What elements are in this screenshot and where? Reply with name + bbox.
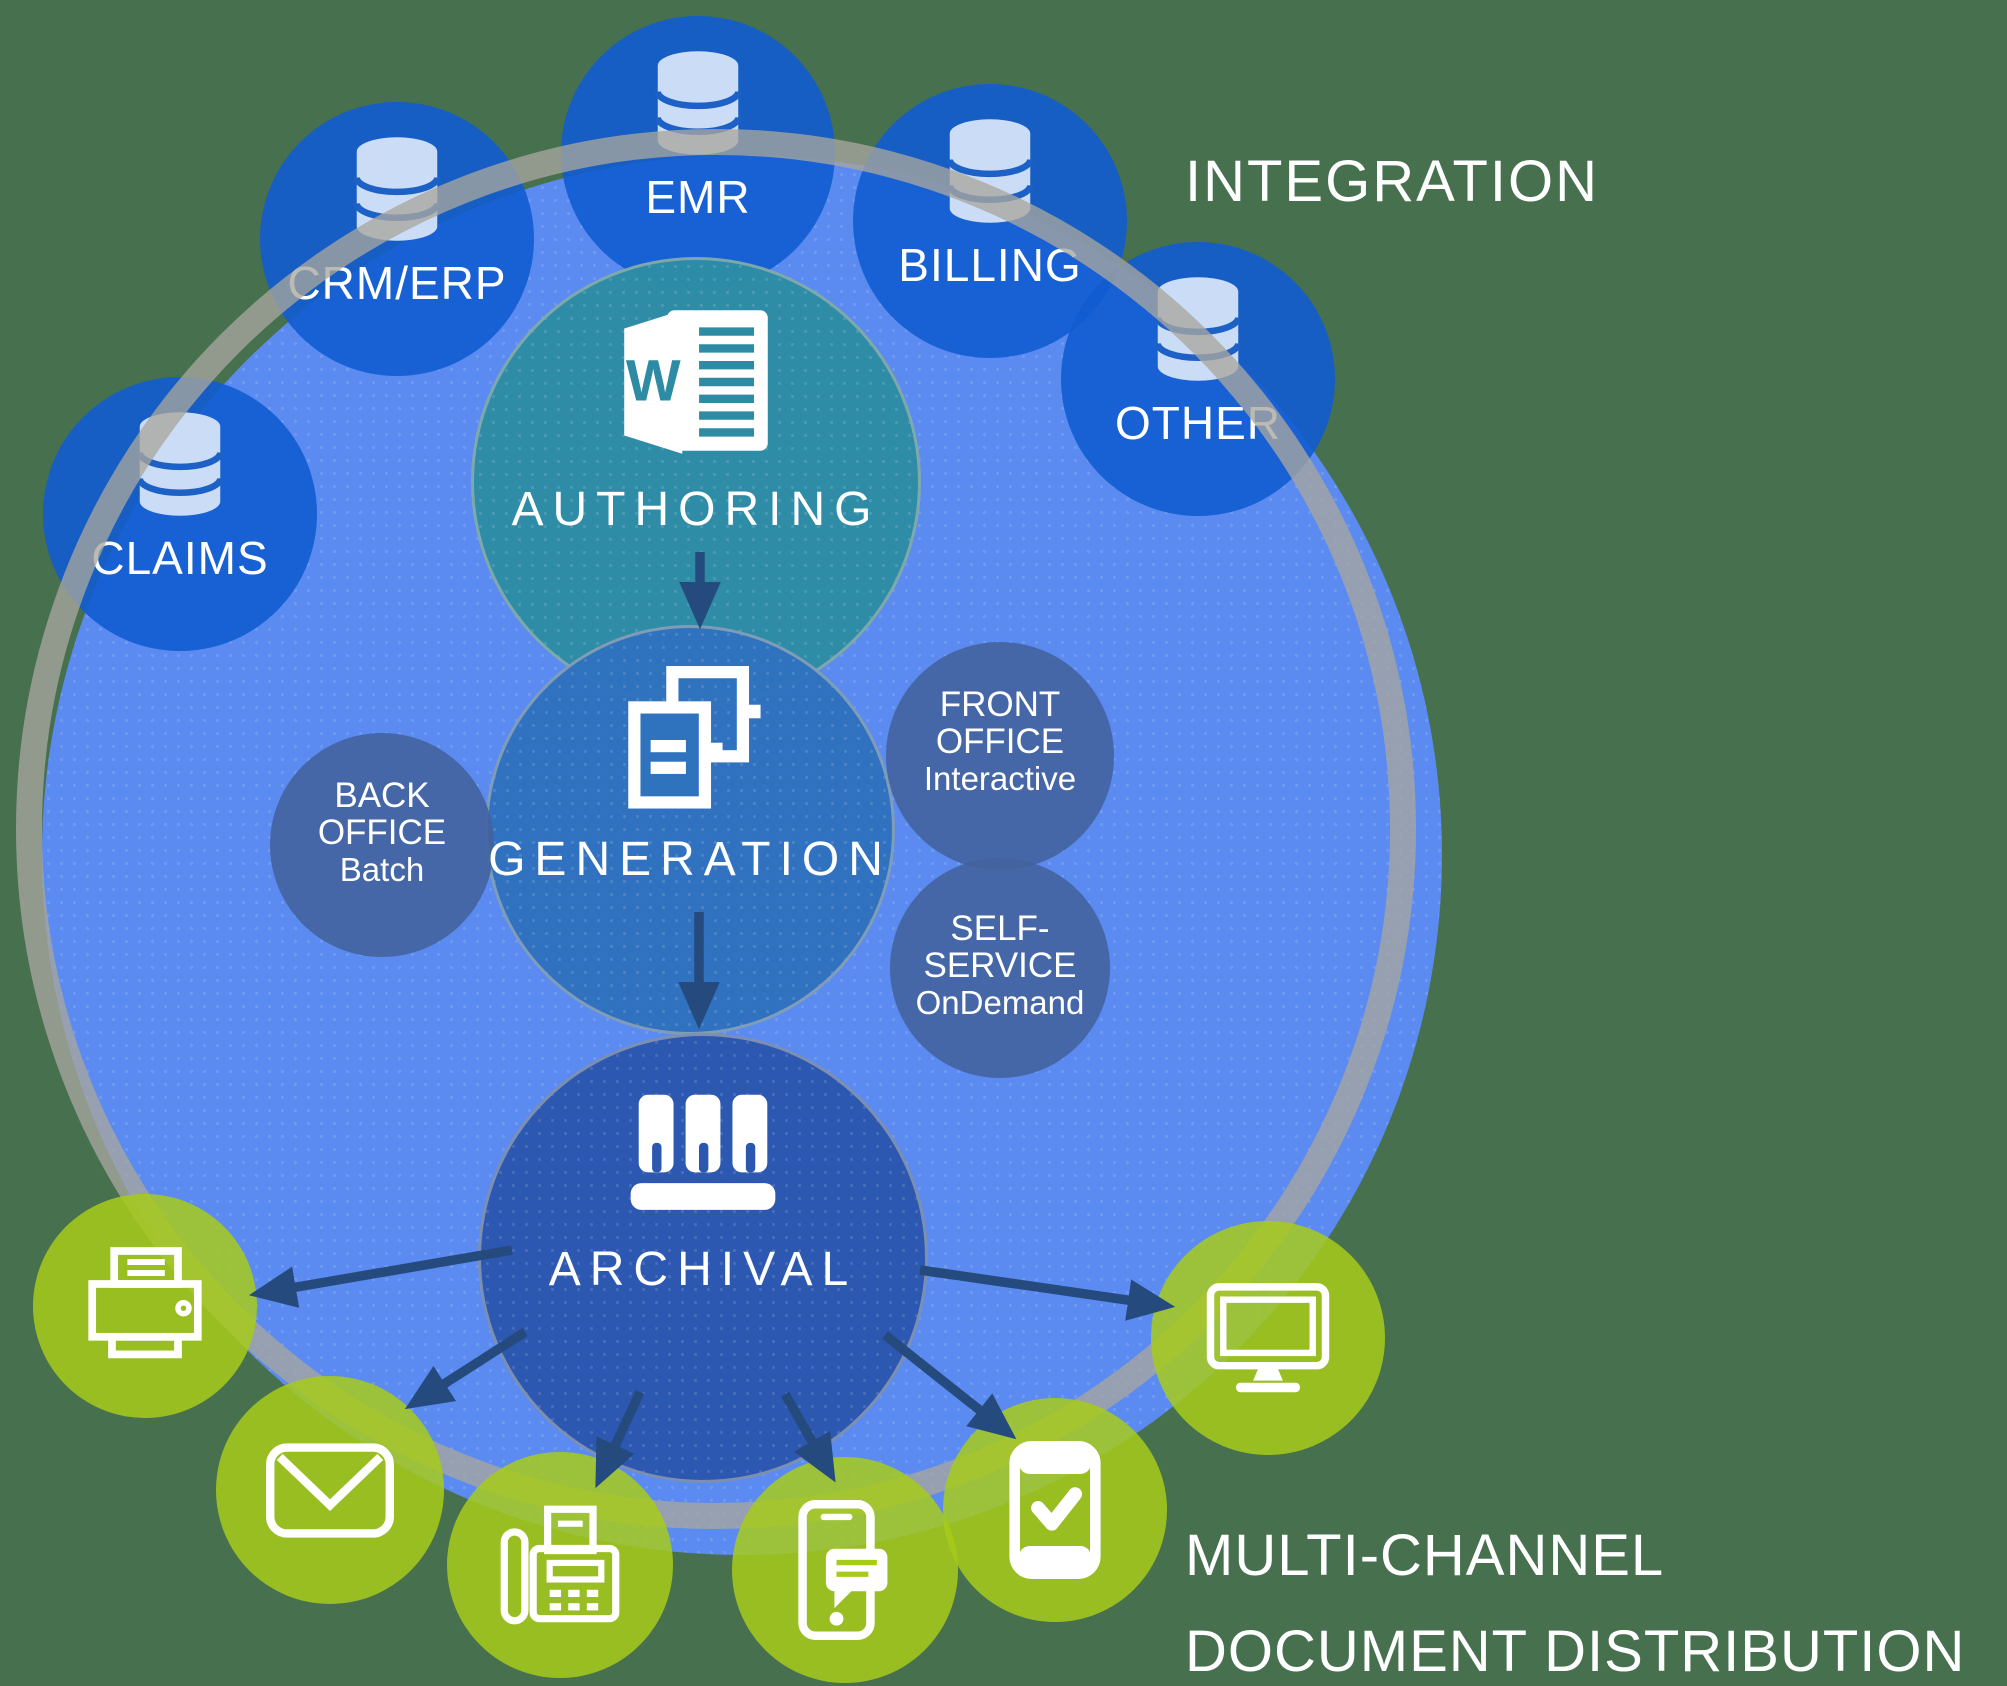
word-letter: W (626, 348, 681, 413)
printer-icon (79, 1244, 211, 1368)
mode-label: FRONT (939, 685, 1061, 724)
distribution-title-line1: MULTI-CHANNEL (1185, 1523, 1665, 1588)
duplicate-documents-icon (615, 664, 765, 816)
stage-label: ARCHIVAL (548, 1243, 858, 1296)
mode-label: OFFICE (935, 722, 1065, 761)
stage-label: GENERATION (488, 833, 892, 886)
word-document-icon: W (612, 298, 780, 466)
mode-circle-front-office: FRONT OFFICE Interactive (886, 642, 1114, 870)
integration-title: INTEGRATION (1185, 149, 1600, 214)
archive-boxes-icon (628, 1092, 778, 1226)
stage-circle-generation: GENERATION (485, 625, 895, 1035)
channel-circle-email (216, 1376, 444, 1604)
mode-label: OFFICE (317, 813, 447, 852)
database-icon (652, 48, 744, 158)
mode-sublabel: Interactive (923, 760, 1077, 797)
sms-phone-icon (794, 1500, 896, 1640)
distribution-title-line2: DOCUMENT DISTRIBUTION (1185, 1619, 1966, 1684)
stage-circle-archival: ARCHIVAL (478, 1033, 928, 1483)
mode-label: SELF- (950, 909, 1050, 948)
channel-circle-print (33, 1194, 257, 1418)
stage-label: AUTHORING (511, 483, 881, 536)
mode-sublabel: Batch (339, 851, 425, 888)
channel-circle-mobile-approve (943, 1398, 1167, 1622)
distribution-title: MULTI-CHANNEL DOCUMENT DISTRIBUTION (1185, 1508, 1965, 1686)
mobile-check-icon (1008, 1440, 1102, 1580)
desktop-monitor-icon (1202, 1278, 1334, 1398)
mode-circle-back-office: BACK OFFICE Batch (270, 733, 494, 957)
channel-circle-fax (447, 1452, 673, 1678)
envelope-icon (265, 1442, 395, 1539)
mode-sublabel: OnDemand (915, 984, 1085, 1021)
channel-circle-sms (732, 1457, 958, 1683)
channel-circle-web (1151, 1221, 1385, 1455)
mode-circle-self-service: SELF- SERVICE OnDemand (890, 858, 1110, 1078)
mode-label: BACK (334, 776, 430, 815)
fax-machine-icon (496, 1501, 624, 1629)
mode-label: SERVICE (923, 946, 1077, 985)
